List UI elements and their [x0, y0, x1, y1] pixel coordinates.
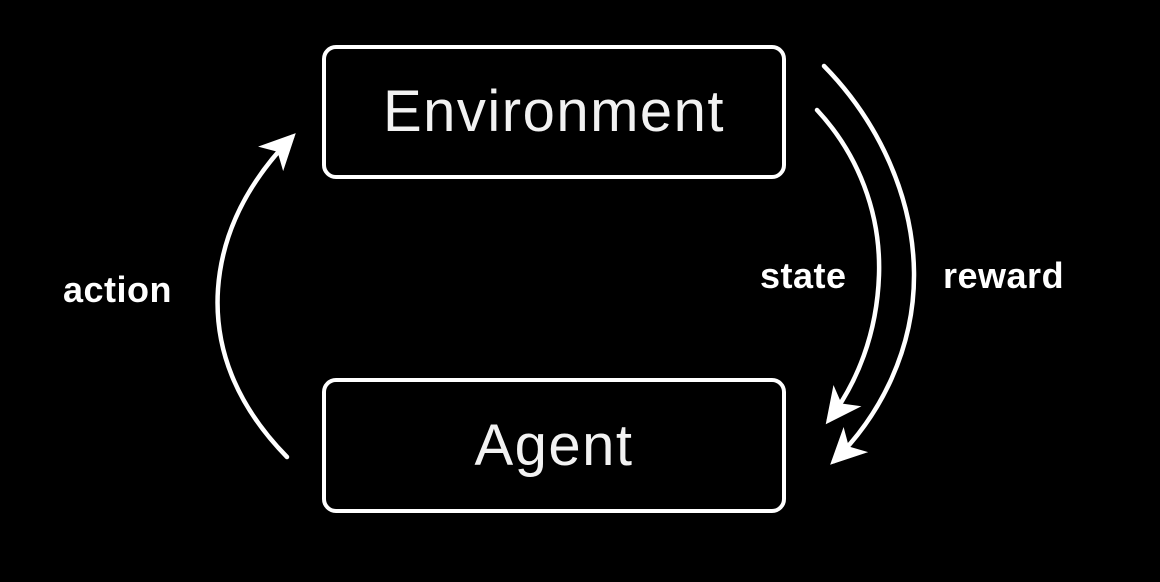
edge-label-state: state: [760, 255, 847, 296]
node-agent[interactable]: Agent: [322, 378, 786, 513]
node-agent-label: Agent: [474, 412, 634, 478]
action-arrow: [215, 133, 296, 460]
edge-label-reward: reward: [943, 255, 1065, 296]
edge-label-action: action: [63, 269, 173, 310]
reward-arrow: [821, 63, 917, 465]
state-arrow: [814, 107, 882, 425]
node-environment-label: Environment: [382, 79, 726, 144]
node-environment[interactable]: Environment: [322, 45, 786, 179]
